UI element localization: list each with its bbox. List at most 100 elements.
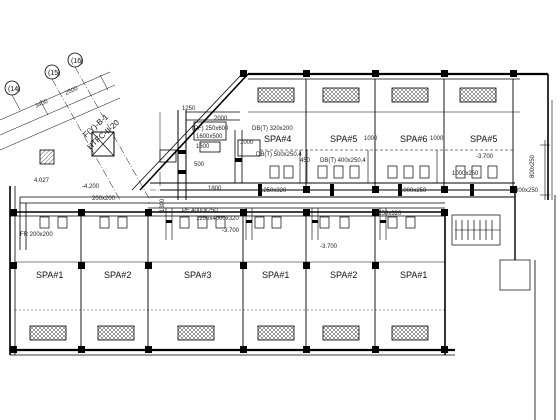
lower-room-partitions [15,216,445,350]
branch-down-1 [165,208,173,240]
branch-up-2 [299,150,308,183]
return-grille [322,87,360,103]
dimension-text: 3400 [34,99,49,110]
dimension-text: 1000 [430,136,444,142]
column [303,70,310,77]
bath-fixtures-lower [39,216,416,229]
duct-size-label: 200x200 [92,196,116,202]
column [510,186,517,193]
level-mark: -4.200 [82,184,100,190]
level-mark: -3.700 [222,228,240,234]
left-duct-down [19,197,27,250]
dimension-text: 500 [194,162,205,168]
dimension-text: 2000 [214,116,228,122]
dimension-text: 1800 [208,186,222,192]
duct-size-label: DB(T) 400x250,4 [320,158,366,164]
duct-size-label: (PF) 250x600 [192,126,229,132]
room-label: SPA#3 [184,270,211,280]
lower-grilles [29,325,429,341]
duct-size-label: 1250x320 [375,211,402,217]
column [78,262,85,269]
column [372,186,379,193]
duct-size-label: 1000x250 [452,171,479,177]
return-grille [177,325,215,341]
duct-size-label: 800x250 [530,154,536,178]
column [303,346,310,353]
column [240,209,247,216]
room-label: SPA#1 [400,270,427,280]
grid-axis-markers [4,52,151,201]
vertical-riser [177,110,187,200]
return-grille [322,325,360,341]
level-mark: -3.700 [476,154,494,160]
column [303,262,310,269]
duct-size-label: 1000x250 [400,188,427,194]
column [240,262,247,269]
duct-size-label: 1250x320 [260,188,287,194]
right-dimension [540,100,553,200]
column [240,346,247,353]
duct-size-label: DB(T) 320x200 [252,126,293,132]
return-grille [257,87,295,103]
room-label: SPA#2 [330,270,357,280]
axis-label: (15) [48,70,60,77]
return-grille [459,87,497,103]
labels: (15) (16) (14) 3400 2500 F(Y)-B-1 HTFC-I… [8,58,539,280]
room-label: SPA#5 [330,134,357,144]
axis-label: (14) [8,86,20,93]
duct-size-label: PF 4000x250 [182,208,218,214]
column [441,186,448,193]
dimension-text: 1300 [160,198,166,212]
column [372,346,379,353]
column [303,209,310,216]
room-label: SPA#6 [400,134,427,144]
upper-grilles [257,87,497,103]
dimension-text: 450 [300,158,311,164]
column [441,209,448,216]
room-label: SPA#4 [264,134,291,144]
main-supply-duct [19,110,515,250]
column [441,346,448,353]
diagonal-wall-2 [131,73,243,191]
column [78,209,85,216]
dimension-text: 2500 [64,86,79,97]
column [240,70,247,77]
room-label: SPA#1 [262,270,289,280]
level-mark: -3.700 [320,244,338,250]
column [441,70,448,77]
room-label: SPA#2 [104,270,131,280]
return-grille [257,325,295,341]
branch-down-4 [379,208,387,240]
duct-dampers [166,150,474,223]
return-grille [29,325,67,341]
dimension-text: 1000 [240,140,254,146]
vent-shaft [39,131,115,165]
column [145,346,152,353]
axis-label: (16) [71,58,83,65]
column [372,262,379,269]
column [145,209,152,216]
room-label: SPA#1 [36,270,63,280]
branch-up-4 [436,150,445,183]
ahu-equipment [159,121,261,163]
left-duct [20,196,150,204]
duct-size-label: FR 200x200 [20,232,53,238]
return-grille [391,325,429,341]
column [372,209,379,216]
dimension-text: 1000 [364,136,378,142]
branch-down-3 [311,208,319,240]
dimension-text: 4.027 [34,178,50,184]
column [10,346,17,353]
branch-down-2 [245,208,253,240]
branch-up-3 [367,150,376,183]
column [78,346,85,353]
duct-size-label: 800x250 [515,188,539,194]
branch-up-1 [234,130,243,183]
dimension-text: 1600x500 [196,134,223,140]
column [303,186,310,193]
duct-size-label: DB(T) 500x250,4 [256,152,302,158]
return-grille [391,87,429,103]
dimension-text: 1250 [182,106,196,112]
room-label: SPA#5 [470,134,497,144]
